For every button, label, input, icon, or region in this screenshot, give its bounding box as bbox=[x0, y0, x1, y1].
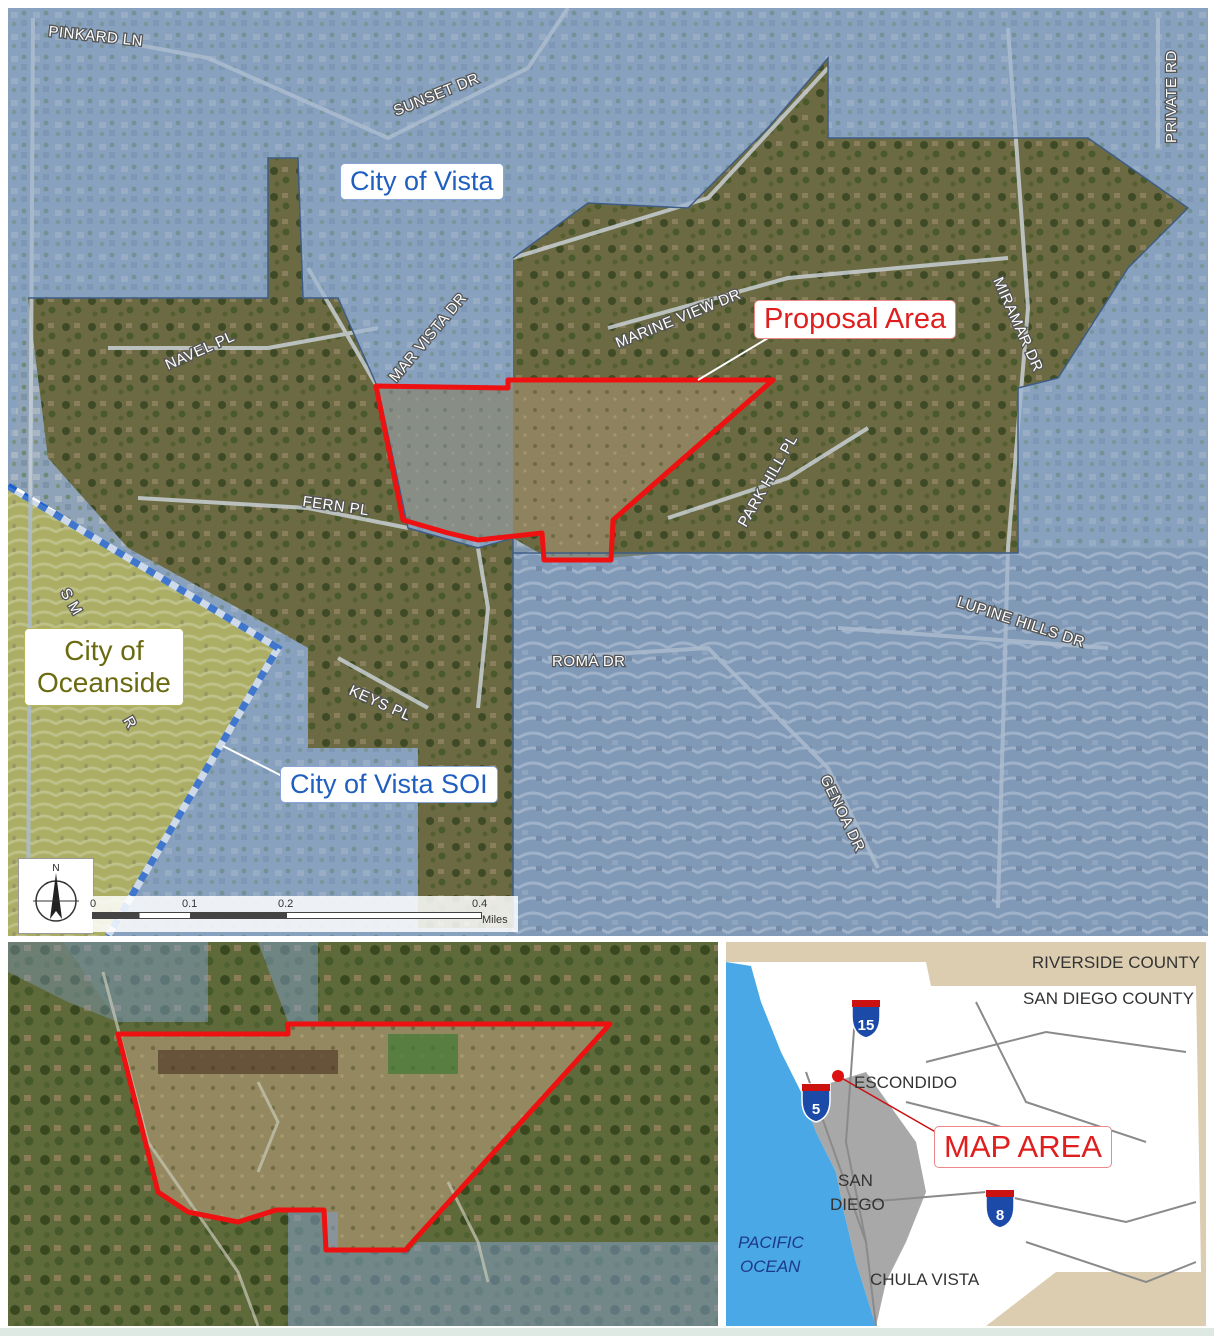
scale-tick-0: 0 bbox=[90, 898, 97, 910]
unincorporated-west bbox=[28, 158, 513, 928]
detail-green-field bbox=[388, 1034, 458, 1074]
detail-city-shade-bottom bbox=[288, 1212, 718, 1326]
north-arrow-icon: N bbox=[33, 863, 79, 922]
north-arrow: N bbox=[18, 858, 94, 934]
label-san-line-1: SAN bbox=[838, 1171, 873, 1190]
oceanside-line-1: City of bbox=[64, 635, 144, 666]
detail-city-shade-left bbox=[8, 942, 118, 1022]
scale-graphic bbox=[92, 912, 482, 919]
interstate-5-shield: 5 bbox=[801, 1083, 831, 1123]
label-city-of-oceanside: City of Oceanside bbox=[24, 628, 184, 707]
proposal-area-outline bbox=[373, 377, 776, 563]
scale-tick-1: 0.1 bbox=[182, 898, 198, 910]
label-riverside-county: RIVERSIDE COUNTY bbox=[1032, 953, 1200, 972]
proposal-leader bbox=[697, 337, 769, 381]
scale-unit: Miles bbox=[482, 914, 508, 926]
scale-tick-3: 0.4 bbox=[472, 898, 488, 910]
urban-coastal bbox=[801, 1072, 926, 1326]
soi-leader bbox=[222, 745, 287, 779]
label-san-diego-county: SAN DIEGO COUNTY bbox=[1023, 989, 1194, 1008]
soi-boundary bbox=[8, 482, 283, 936]
locator-map: 15 5 8 RIVERSIDE COUNTY SAN DIEGO COUNTY… bbox=[726, 942, 1206, 1326]
label-escondido: ESCONDIDO bbox=[854, 1073, 957, 1092]
oceanside-area bbox=[8, 486, 278, 936]
scale-bar: 0 0.1 0.2 0.4 Miles bbox=[88, 896, 518, 932]
label-map-area: MAP AREA bbox=[934, 1126, 1112, 1168]
oceanside-line-2: Oceanside bbox=[37, 667, 171, 699]
road-label-roma: ROMA DR bbox=[552, 653, 626, 670]
vista-boundary-west bbox=[28, 157, 514, 928]
detail-city-shade-top bbox=[63, 942, 318, 1022]
i5-number: 5 bbox=[812, 1101, 820, 1118]
map-area-leader bbox=[837, 1075, 947, 1139]
i8-number: 8 bbox=[996, 1207, 1004, 1224]
detail-map bbox=[8, 942, 718, 1326]
label-proposal-area: Proposal Area bbox=[754, 300, 957, 340]
vista-boundary-east bbox=[512, 55, 1190, 554]
detail-map-canvas bbox=[8, 942, 718, 1326]
scale-tick-2: 0.2 bbox=[278, 898, 294, 910]
subdivision-area bbox=[508, 548, 1208, 936]
map-area-marker bbox=[832, 1070, 844, 1082]
label-san-diego-line-2: DIEGO bbox=[830, 1195, 885, 1214]
north-letter: N bbox=[52, 863, 59, 874]
proposal-area-fill bbox=[376, 380, 773, 560]
label-pacific-line-2: OCEAN bbox=[740, 1257, 801, 1276]
label-city-of-vista: City of Vista bbox=[340, 163, 504, 201]
interstate-8-shield: 8 bbox=[985, 1189, 1015, 1229]
road-label-private: PRIVATE RD bbox=[1163, 50, 1180, 143]
label-pacific-line-1: PACIFIC bbox=[738, 1233, 805, 1252]
pacific-ocean bbox=[726, 962, 876, 1326]
footer-strip bbox=[0, 1328, 1214, 1336]
label-city-of-vista-soi: City of Vista SOI bbox=[280, 766, 498, 804]
label-chula-vista: CHULA VISTA bbox=[870, 1270, 980, 1289]
city-of-vista-shade bbox=[8, 8, 1208, 936]
interstate-15-shield: 15 bbox=[851, 999, 881, 1039]
main-map: PINKARD LN SUNSET DR PRIVATE RD MAR VIST… bbox=[8, 8, 1208, 936]
detail-proposal-outline bbox=[115, 1021, 613, 1253]
main-map-canvas: PINKARD LN SUNSET DR PRIVATE RD MAR VIST… bbox=[8, 8, 1208, 936]
detail-proposal-fill bbox=[118, 1024, 610, 1250]
i15-number: 15 bbox=[858, 1017, 875, 1034]
